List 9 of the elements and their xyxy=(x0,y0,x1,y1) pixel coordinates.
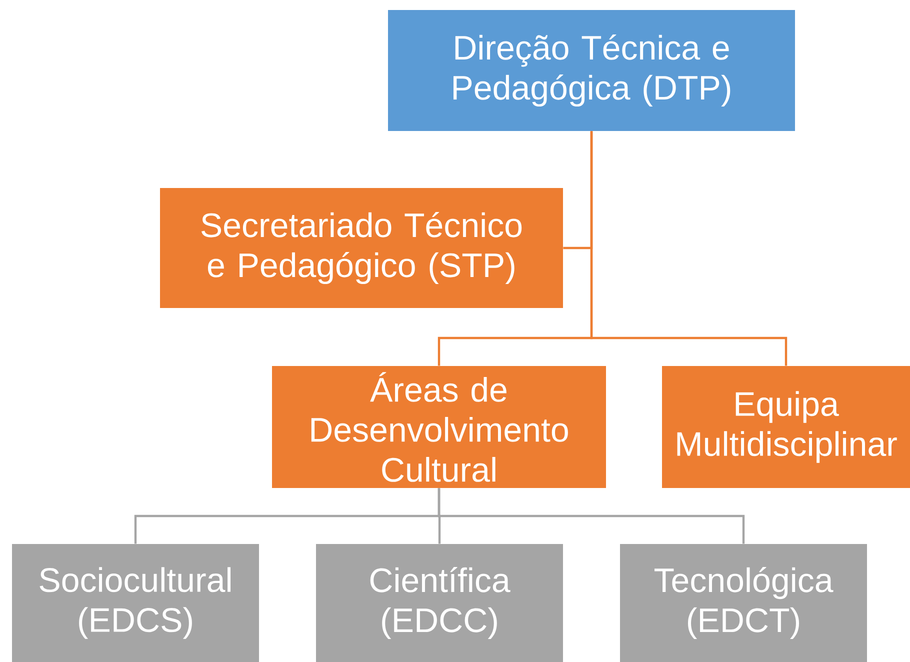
org-box: Tecnológica (EDCT) xyxy=(620,544,867,662)
connector-line xyxy=(590,131,788,366)
org-box: Secretariado Técnico e Pedagógico (STP) xyxy=(160,188,563,308)
org-box: Sociocultural (EDCS) xyxy=(12,544,259,662)
org-box: Equipa Multidisciplinar xyxy=(662,366,910,488)
org-box: Direção Técnica e Pedagógica (DTP) xyxy=(388,10,795,131)
connector-line xyxy=(438,488,745,544)
org-box: Científica (EDCC) xyxy=(316,544,563,662)
org-box: Áreas de Desenvolvimento Cultural xyxy=(272,366,606,488)
